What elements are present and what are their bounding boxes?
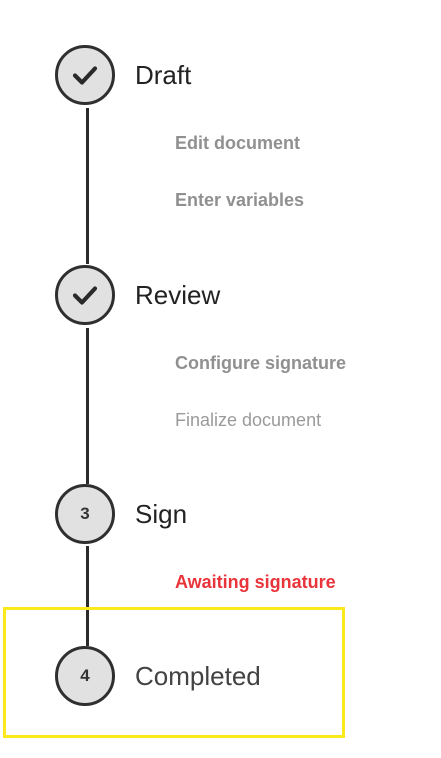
substep-finalize-document[interactable]: Finalize document (175, 410, 322, 430)
substep-enter-variables[interactable]: Enter variables (175, 190, 305, 210)
checkmark-icon (72, 286, 98, 305)
step-connector-line (86, 108, 89, 264)
substep-edit-document[interactable]: Edit document (175, 133, 300, 153)
step-3-circle: 3 (55, 484, 115, 544)
step-1-circle (55, 45, 115, 105)
step-title-review[interactable]: Review (135, 280, 221, 310)
step-connector-line (86, 546, 89, 646)
substep-configure-signature[interactable]: Configure signature (175, 353, 347, 373)
step-connector-line (86, 328, 89, 484)
step-title-completed[interactable]: Completed (135, 661, 261, 691)
checkmark-icon (72, 66, 98, 85)
step-2-circle (55, 265, 115, 325)
substep-awaiting-signature[interactable]: Awaiting signature (175, 572, 336, 592)
step-4-circle: 4 (55, 646, 115, 706)
step-title-sign[interactable]: Sign (135, 499, 188, 529)
step-title-draft[interactable]: Draft (135, 60, 192, 90)
